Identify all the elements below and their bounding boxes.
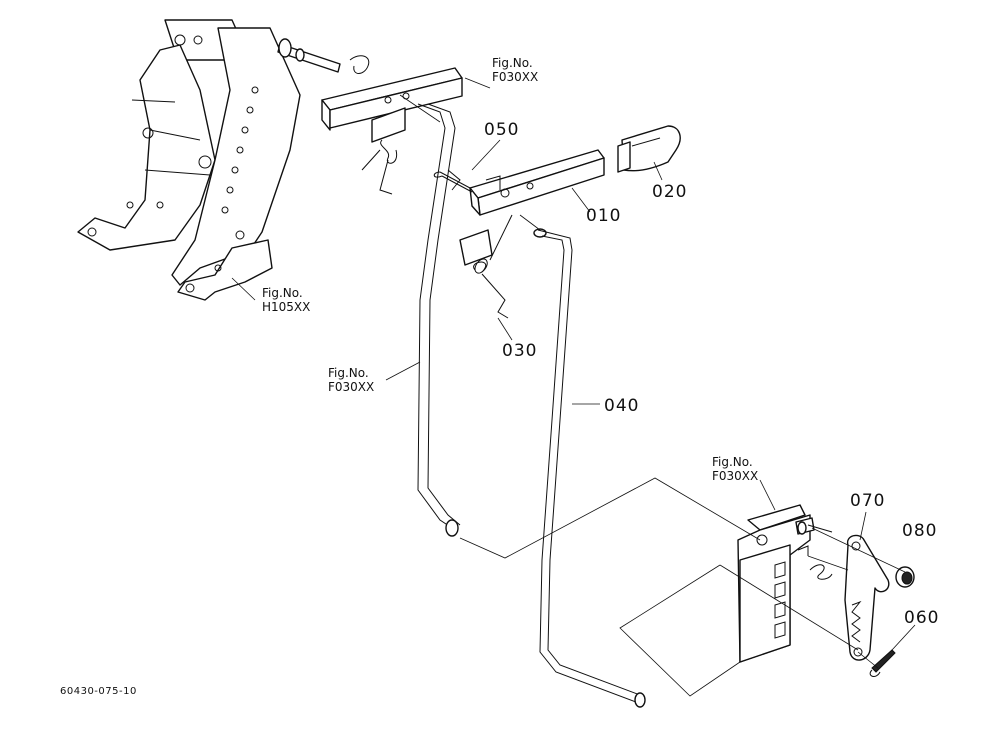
label-030: 030	[502, 341, 538, 361]
part-070-notched-plate	[844, 534, 890, 661]
label-020: 020	[652, 182, 688, 202]
part-050-pin	[433, 169, 473, 193]
connection-lines	[399, 94, 906, 697]
fig-ref-frame-line1: Fig.No.	[262, 286, 303, 300]
part-060-pin	[869, 649, 896, 677]
label-070: 070	[850, 491, 886, 511]
label-010: 010	[586, 206, 622, 226]
fig-ref-lower-line1: Fig.No.	[712, 455, 753, 469]
fig-ref-frame-line2: H105XX	[262, 300, 311, 315]
fig-ref-upper: Fig.No. F030XX	[492, 56, 538, 85]
fig-ref-upper-line1: Fig.No.	[492, 56, 533, 70]
fig-ref-middle-line1: Fig.No.	[328, 366, 369, 380]
fig-ref-upper-line2: F030XX	[492, 70, 539, 85]
fig-ref-lower-line2: F030XX	[712, 469, 759, 484]
label-040: 040	[604, 396, 640, 416]
part-040-rod	[533, 228, 646, 708]
part-020-grip	[617, 125, 681, 173]
main-frame-assembly	[77, 19, 370, 301]
part-010-arm	[469, 149, 605, 216]
fig-ref-frame: Fig.No. H105XX	[262, 286, 310, 315]
drawing-code: 60430-075-10	[60, 686, 137, 697]
upper-bracket	[321, 67, 463, 537]
fig-ref-middle: Fig.No. F030XX	[328, 366, 374, 395]
label-060: 060	[904, 608, 940, 628]
fig-ref-lower: Fig.No. F030XX	[712, 455, 758, 484]
fig-ref-middle-line2: F030XX	[328, 380, 375, 395]
part-030-spring	[459, 214, 513, 319]
leader-lines	[231, 77, 916, 651]
lower-bracket	[737, 504, 833, 663]
label-080: 080	[902, 521, 938, 541]
part-080-nut	[895, 566, 915, 588]
label-050: 050	[484, 120, 520, 140]
